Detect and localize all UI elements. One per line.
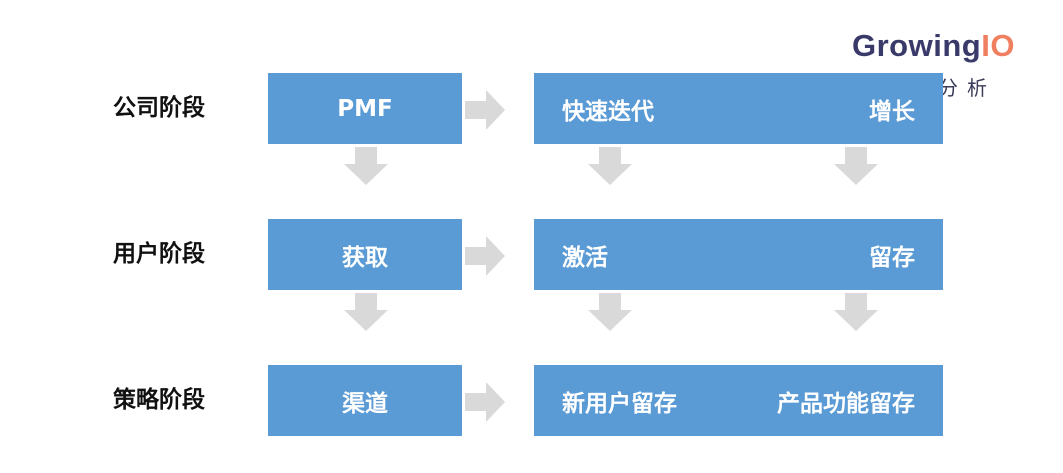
box-pmf-label: PMF	[337, 95, 393, 122]
right-arrow-icon	[465, 90, 505, 130]
row-label-strategy: 策略阶段	[113, 387, 205, 413]
logo-name-accent: IO	[981, 28, 1015, 63]
box-activate-label: 激活	[562, 244, 608, 271]
box-retain-label: 留存	[869, 244, 915, 271]
logo-name: Growing	[852, 28, 982, 63]
right-arrow-icon	[465, 236, 505, 276]
row-label-user: 用户阶段	[113, 241, 205, 267]
box-pmf: PMF	[268, 73, 462, 144]
right-arrow-icon	[465, 382, 505, 422]
row-label-company: 公司阶段	[113, 95, 205, 121]
down-arrow-icon	[834, 293, 878, 331]
down-arrow-icon	[588, 293, 632, 331]
box-feature-retention-label: 产品功能留存	[777, 390, 915, 417]
logo-wordmark: GrowingIO	[852, 28, 1015, 64]
box-new-user-retention-label: 新用户留存	[562, 390, 677, 417]
box-new-user-feature-retention: 新用户留存 产品功能留存	[534, 365, 943, 436]
box-acquire-label: 获取	[342, 244, 388, 271]
down-arrow-icon	[344, 147, 388, 185]
down-arrow-icon	[344, 293, 388, 331]
down-arrow-icon	[588, 147, 632, 185]
box-activate-retain: 激活 留存	[534, 219, 943, 290]
box-iterate-label: 快速迭代	[562, 98, 654, 125]
box-growth-label: 增长	[869, 98, 915, 125]
box-channel: 渠道	[268, 365, 462, 436]
box-channel-label: 渠道	[342, 390, 388, 417]
box-acquire: 获取	[268, 219, 462, 290]
down-arrow-icon	[834, 147, 878, 185]
box-iterate-growth: 快速迭代 增长	[534, 73, 943, 144]
